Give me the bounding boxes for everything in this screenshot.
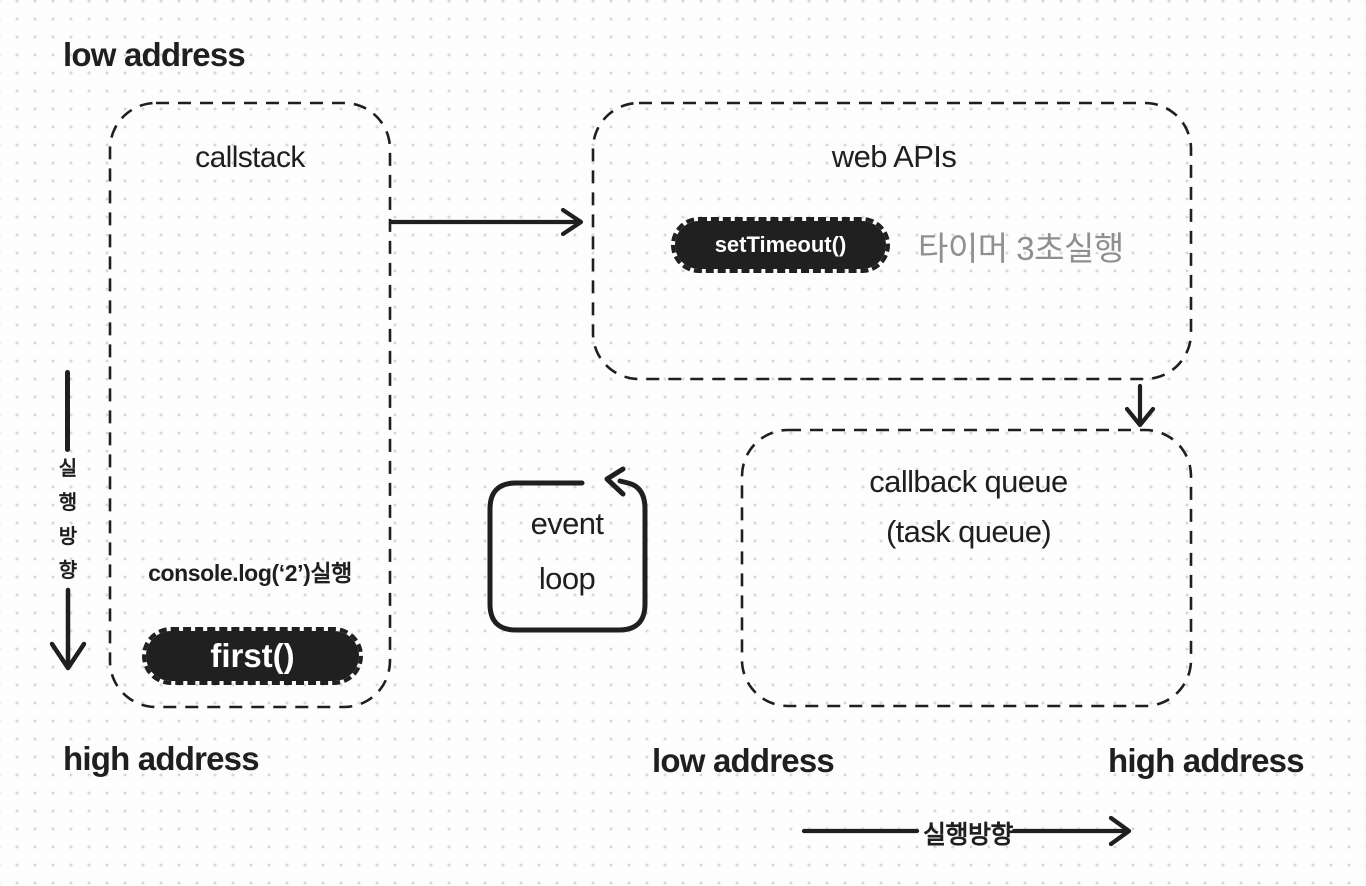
callback-queue-title-line1: callback queue	[869, 464, 1068, 499]
callstack-box	[108, 101, 392, 709]
webapis-to-queue-arrow	[1124, 383, 1156, 428]
event-loop-label-line2: loop	[538, 561, 596, 596]
low-address-bottom-middle-label: low address	[652, 742, 835, 779]
timer-note: 타이머 3초실행	[918, 230, 1124, 267]
exec-direction-bottom-arrow	[801, 815, 1132, 847]
exec-direction-char-2: 행	[58, 492, 78, 514]
event-loop-label: event loop	[482, 496, 652, 606]
low-address-top-label: low address	[63, 36, 246, 73]
high-address-bottom-left-label: high address	[63, 740, 260, 777]
callstack-title: callstack	[195, 141, 305, 174]
exec-direction-left-arrow	[49, 587, 87, 671]
exec-direction-char-3: 방	[58, 526, 78, 548]
settimeout-pill: setTimeout()	[671, 217, 890, 273]
event-loop-label-line1: event	[530, 506, 604, 541]
exec-direction-char-1: 실	[58, 458, 78, 480]
web-apis-title: web APIs	[831, 139, 957, 174]
callstack-frame-pill: first()	[142, 627, 363, 685]
exec-direction-char-4: 향	[58, 560, 78, 582]
exec-direction-left-line	[65, 370, 70, 452]
web-apis-box	[591, 101, 1193, 381]
callback-queue-box	[740, 428, 1193, 708]
exec-direction-bottom-label: 실행방향	[922, 821, 1014, 849]
high-address-bottom-right-label: high address	[1108, 742, 1305, 779]
callstack-to-webapis-arrow	[388, 207, 584, 237]
callstack-log-note: console.log(‘2’)실행	[148, 560, 352, 586]
event-loop-cycle-icon	[487, 466, 648, 633]
callback-queue-title-line2: (task queue)	[885, 514, 1052, 549]
exec-direction-left-label: 실 행 방 향	[51, 452, 85, 588]
